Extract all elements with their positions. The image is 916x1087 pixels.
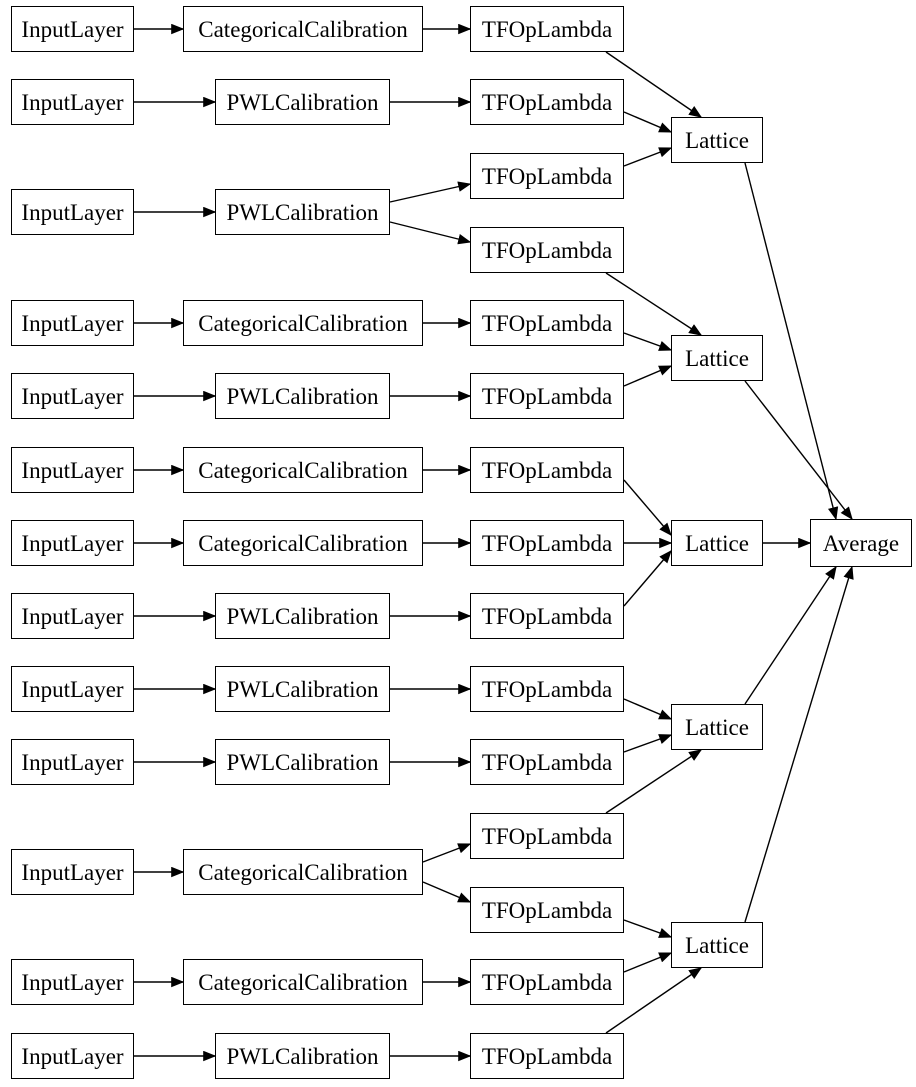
node-input_7: InputLayer [11,520,134,566]
edge-lattice_4-average [744,565,837,705]
node-cat_cal_6: CategoricalCalibration [183,959,423,1005]
edge-tf_3-lattice_1 [623,147,673,167]
node-pwl_cal_5: PWLCalibration [215,666,390,712]
node-input_11: InputLayer [11,849,134,895]
edge-tf_15-lattice_5 [605,967,703,1034]
node-input_13: InputLayer [11,1033,134,1079]
edge-tf_6-lattice_2 [623,365,673,387]
node-input_9: InputLayer [11,666,134,712]
node-cat_cal_4: CategoricalCalibration [183,520,423,566]
edge-lattice_1-average [744,162,839,521]
edge-lattice_5-average [744,565,854,923]
node-input_1: InputLayer [11,6,134,52]
node-average: Average [810,519,912,567]
node-tf_3: TFOpLambda [470,153,624,199]
edge-group [134,23,854,1062]
edge-tf_10-lattice_4 [623,698,673,720]
node-input_5: InputLayer [11,373,134,419]
edge-pwl_cal_2-tf_4 [389,221,472,245]
node-pwl_cal_2: PWLCalibration [215,189,390,235]
node-tf_13: TFOpLambda [470,887,624,933]
node-tf_1: TFOpLambda [470,6,624,52]
node-pwl_cal_7: PWLCalibration [215,1033,390,1079]
node-input_2: InputLayer [11,79,134,125]
node-cat_cal_1: CategoricalCalibration [183,6,423,52]
node-tf_7: TFOpLambda [470,447,624,493]
node-lattice_5: Lattice [671,922,763,968]
node-tf_14: TFOpLambda [470,959,624,1005]
edge-tf_5-lattice_2 [623,332,673,351]
edge-tf_1-lattice_1 [605,51,703,118]
edge-tf_7-lattice_3 [623,479,672,536]
node-input_10: InputLayer [11,739,134,785]
edge-pwl_cal_2-tf_3 [389,181,472,203]
node-pwl_cal_4: PWLCalibration [215,593,390,639]
node-tf_4: TFOpLambda [470,227,624,273]
edge-tf_12-lattice_4 [605,749,703,814]
node-input_4: InputLayer [11,300,134,346]
node-tf_15: TFOpLambda [470,1033,624,1079]
node-tf_6: TFOpLambda [470,373,624,419]
node-tf_2: TFOpLambda [470,79,624,125]
node-tf_9: TFOpLambda [470,593,624,639]
node-cat_cal_5: CategoricalCalibration [183,849,423,895]
node-tf_8: TFOpLambda [470,520,624,566]
node-tf_12: TFOpLambda [470,813,624,859]
node-cat_cal_2: CategoricalCalibration [183,300,423,346]
node-input_12: InputLayer [11,959,134,1005]
node-lattice_2: Lattice [671,335,763,381]
edge-tf_4-lattice_2 [605,272,703,336]
node-tf_11: TFOpLambda [470,739,624,785]
edge-cat_cal_5-tf_13 [422,881,472,903]
node-cat_cal_3: CategoricalCalibration [183,447,423,493]
node-pwl_cal_3: PWLCalibration [215,373,390,419]
node-tf_10: TFOpLambda [470,666,624,712]
node-input_8: InputLayer [11,593,134,639]
node-lattice_1: Lattice [671,117,763,163]
edge-tf_2-lattice_1 [623,111,673,133]
edge-tf_11-lattice_4 [623,734,673,753]
node-pwl_cal_6: PWLCalibration [215,739,390,785]
edge-cat_cal_5-tf_12 [422,843,472,863]
node-lattice_3: Lattice [671,520,763,566]
edge-tf_14-lattice_5 [623,952,673,973]
node-tf_5: TFOpLambda [470,300,624,346]
edge-tf_13-lattice_5 [623,919,673,938]
node-input_6: InputLayer [11,447,134,493]
node-pwl_cal_1: PWLCalibration [215,79,390,125]
edge-lattice_2-average [744,380,853,521]
edge-tf_9-lattice_3 [623,550,672,607]
node-lattice_4: Lattice [671,704,763,750]
node-input_3: InputLayer [11,189,134,235]
